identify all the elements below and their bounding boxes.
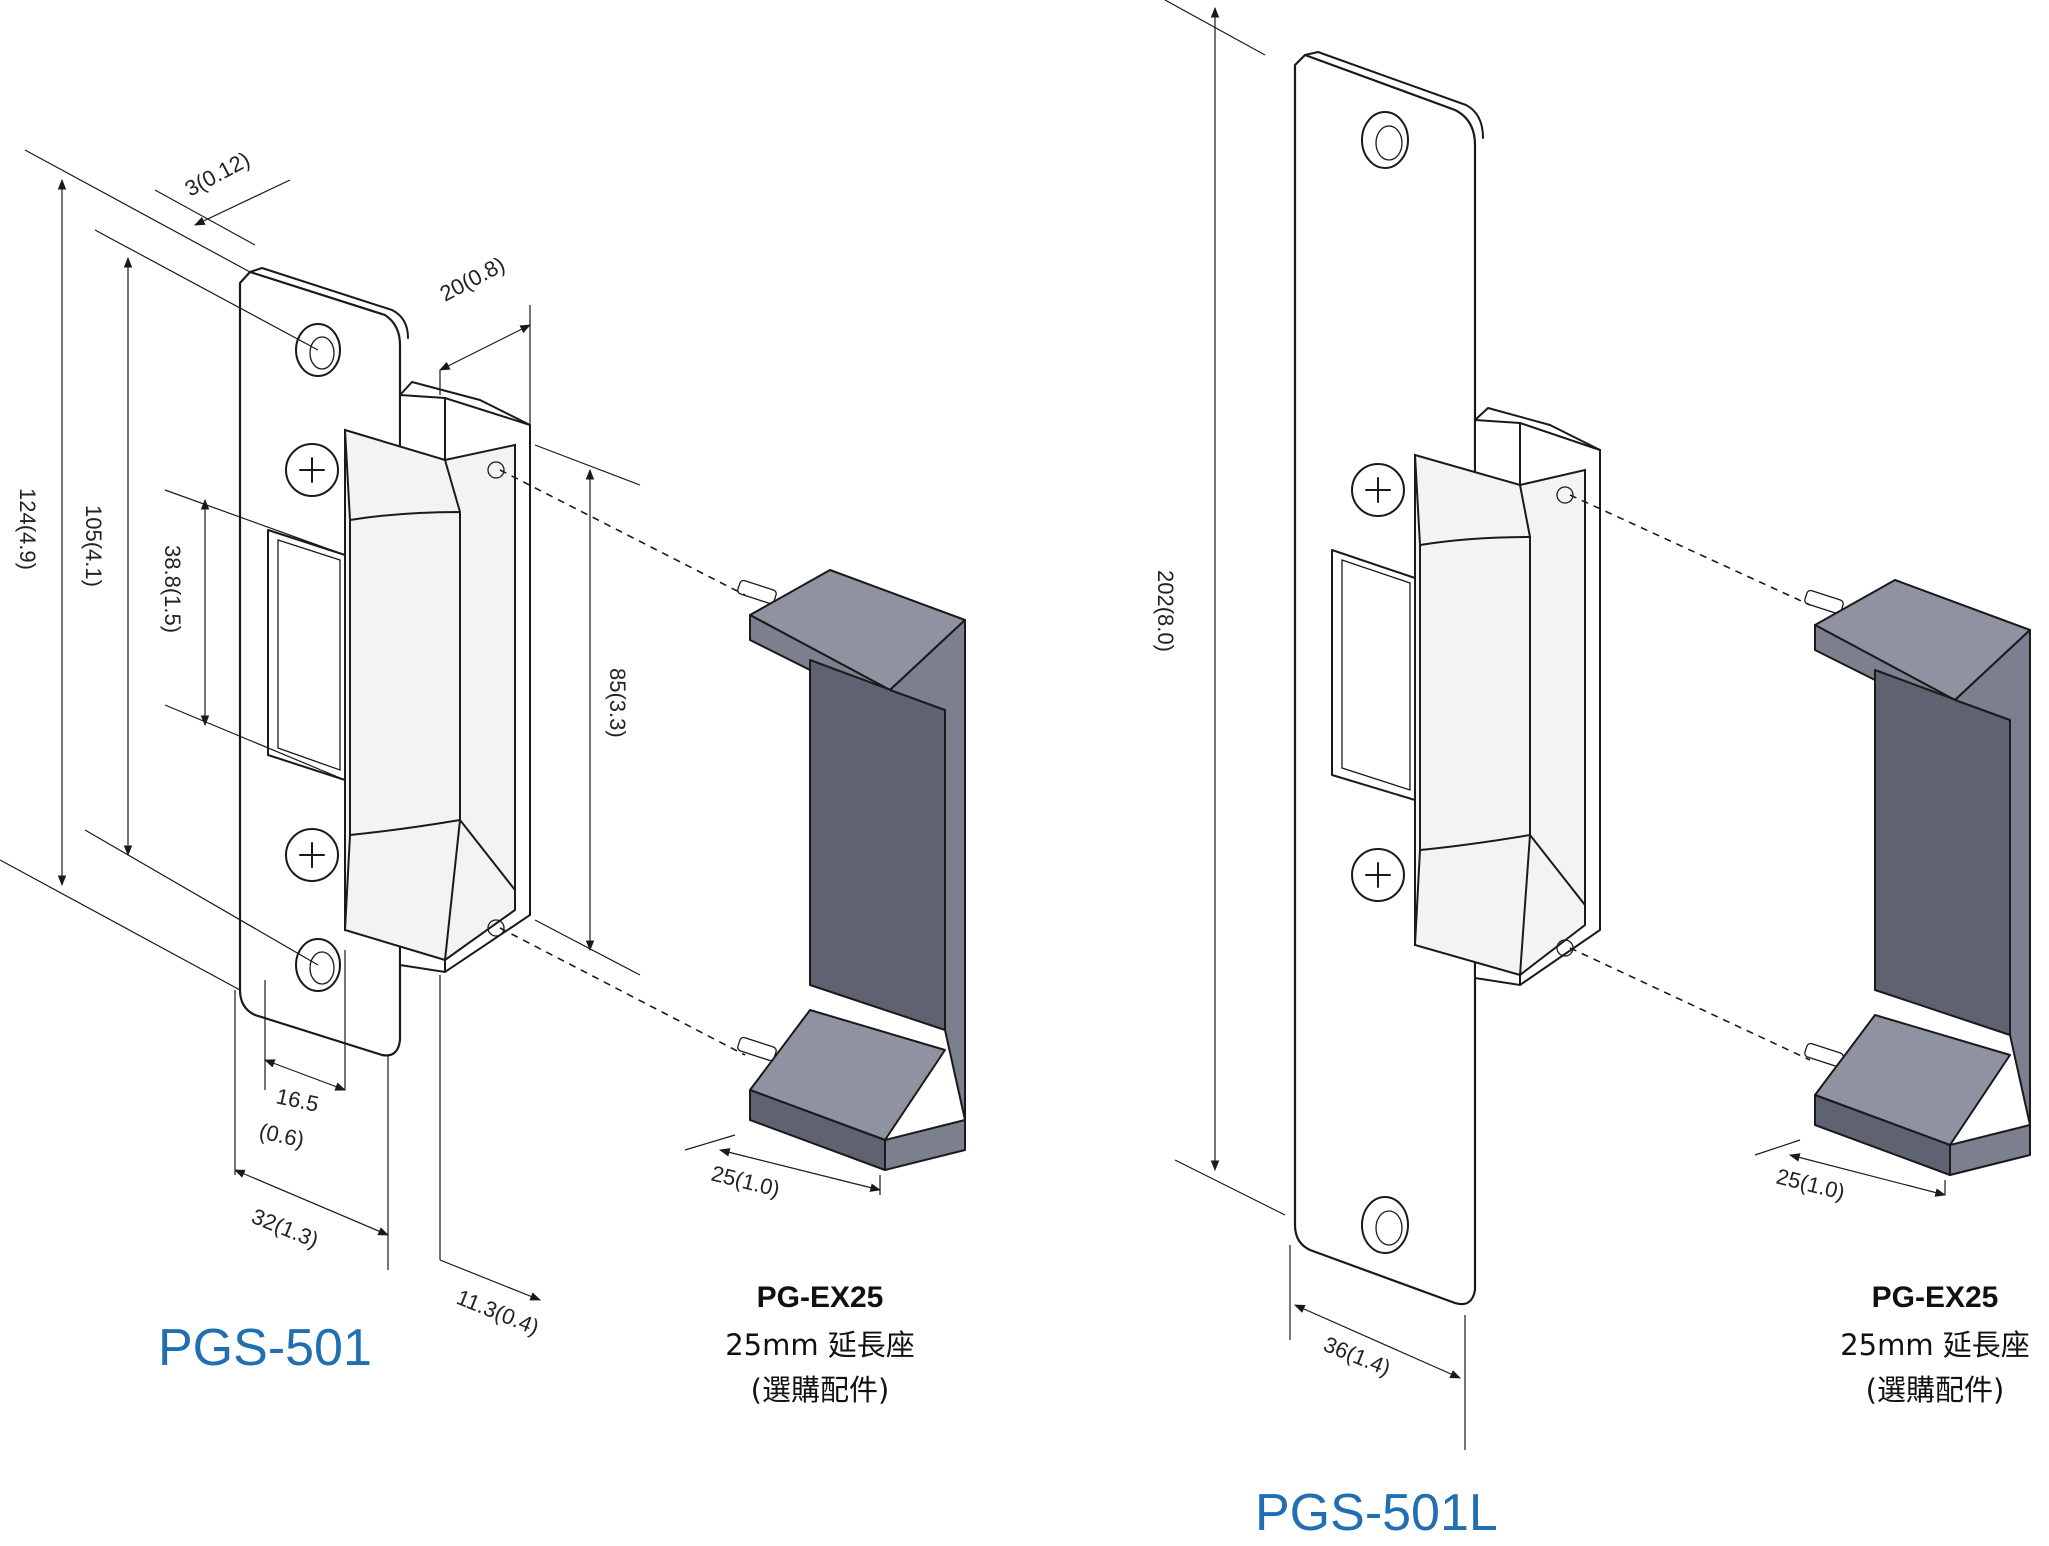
dim-thickness: 3(0.12) xyxy=(181,147,254,202)
screw-icon xyxy=(285,443,339,497)
dim-long-height: 202(8.0) xyxy=(1153,570,1178,652)
dim-opening-height: 38.8(1.5) xyxy=(160,545,185,633)
accessory-note-left: (選購配件) xyxy=(751,1373,890,1407)
accessory-desc-right: 25mm 延長座 xyxy=(1840,1328,2030,1362)
dim-hole-spacing: 105(4.1) xyxy=(81,505,106,587)
dim-offset: 11.3(0.4) xyxy=(453,1284,542,1340)
screw-icon xyxy=(285,828,339,882)
dim-extension-left: 25(1.0) xyxy=(709,1161,783,1202)
model-label-right: PGS-501L xyxy=(1255,1484,1498,1542)
dim-long-width: 36(1.4) xyxy=(1320,1331,1394,1380)
dim-depth: 20(0.8) xyxy=(436,252,509,307)
screw-icon xyxy=(1351,848,1405,902)
model-label-left: PGS-501 xyxy=(158,1319,372,1377)
accessory-name-right: PG-EX25 xyxy=(1872,1281,1999,1314)
dim-opening-width-b: (0.6) xyxy=(257,1118,306,1152)
accessory-name-left: PG-EX25 xyxy=(757,1281,884,1314)
accessory-note-right: (選購配件) xyxy=(1866,1373,2005,1407)
dim-opening-width-a: 16.5 xyxy=(274,1083,321,1116)
screw-icon xyxy=(1351,463,1405,517)
dimension-lines-right xyxy=(1164,0,1947,1450)
strike-pgs-501l xyxy=(1293,51,1601,1306)
strike-pgs-501 xyxy=(238,267,531,1057)
dimension-lines-left xyxy=(0,149,882,1301)
extension-block-left xyxy=(737,569,966,1171)
dim-body-height: 85(3.3) xyxy=(605,668,630,738)
extension-block-right xyxy=(1804,579,2031,1176)
accessory-desc-left: 25mm 延長座 xyxy=(725,1328,915,1362)
dim-plate-width: 32(1.3) xyxy=(248,1203,322,1252)
dim-extension-right: 25(1.0) xyxy=(1774,1164,1848,1205)
dim-total-height: 124(4.9) xyxy=(15,488,40,570)
